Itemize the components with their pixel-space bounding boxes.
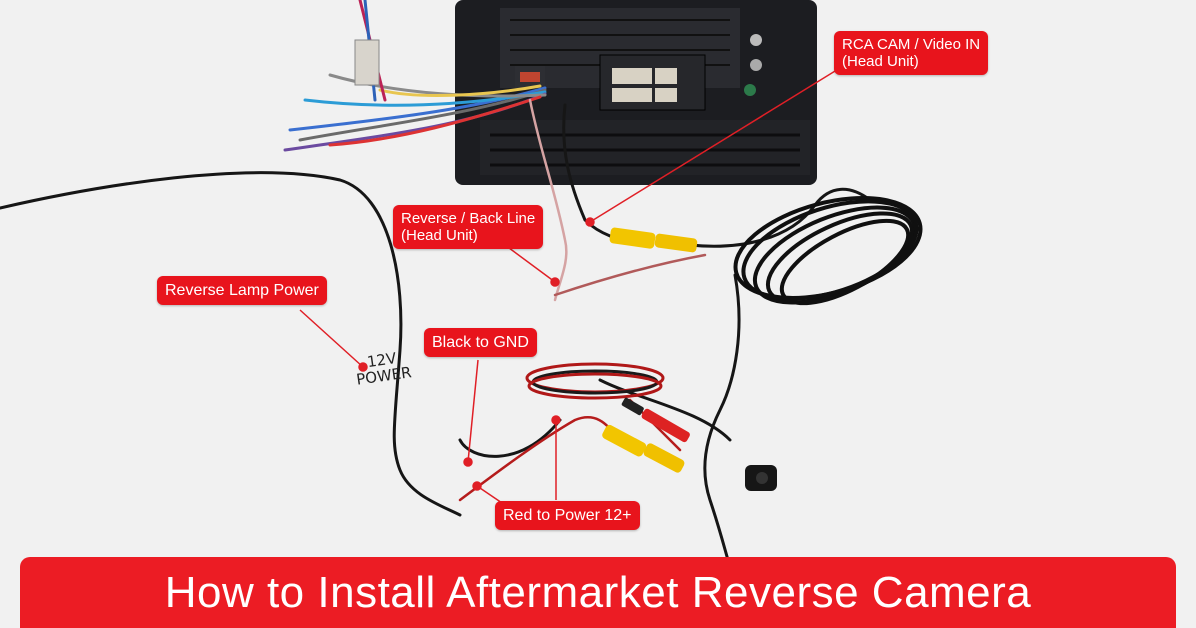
label-red-power: Red to Power 12+ <box>495 501 640 530</box>
label-reverse-back-line1: Reverse / Back Line <box>401 210 536 227</box>
pointer-lines <box>299 67 841 506</box>
label-reverse-lamp-power-text: Reverse Lamp Power <box>165 282 319 299</box>
title-banner: How to Install Aftermarket Reverse Camer… <box>20 557 1176 628</box>
wire-harness <box>283 0 547 152</box>
label-rca-cam-line1: RCA CAM / Video IN <box>842 36 981 53</box>
camera-unit <box>745 465 777 491</box>
red-plug <box>621 397 690 443</box>
rca-connector-top <box>609 227 698 253</box>
label-rca-cam: RCA CAM / Video IN (Head Unit) <box>834 31 989 75</box>
cable-coil <box>733 196 923 306</box>
label-reverse-back-line2: (Head Unit) <box>401 227 478 244</box>
rca-connector-bottom <box>602 424 685 473</box>
power-coil <box>525 362 665 400</box>
label-red-power-text: Red to Power 12+ <box>503 507 632 524</box>
label-black-gnd: Black to GND <box>424 328 537 357</box>
label-reverse-back-line: Reverse / Back Line (Head Unit) <box>393 205 544 249</box>
label-reverse-lamp-power: Reverse Lamp Power <box>157 276 327 305</box>
head-unit <box>455 0 817 185</box>
label-black-gnd-text: Black to GND <box>432 334 529 351</box>
banner-title: How to Install Aftermarket Reverse Camer… <box>164 567 1032 617</box>
label-rca-cam-line2: (Head Unit) <box>842 53 919 70</box>
handwritten-12v-power: 12V POWER <box>353 348 413 389</box>
